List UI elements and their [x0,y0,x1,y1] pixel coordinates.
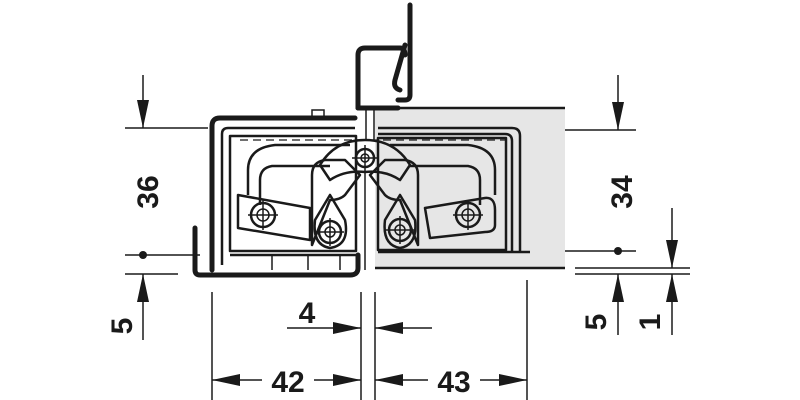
dimension-right-height: 34 [565,75,639,255]
dim-43-label: 43 [437,366,470,399]
frame-clip [355,2,413,140]
left-housing [192,109,361,278]
dim-36-label: 36 [132,175,165,208]
dim-42-label: 42 [271,366,304,399]
dimension-left-height: 36 [125,75,208,259]
dimension-right-offset: 5 1 [575,208,690,335]
hinge-mechanism [236,138,505,270]
dim-5-right-label: 5 [580,314,613,331]
dim-5-left-label: 5 [106,318,139,335]
dim-34-label: 34 [606,175,639,209]
dimension-bottom-widths: 4 42 43 [211,280,528,400]
dimension-left-offset: 5 [106,273,178,340]
right-housing [376,126,530,254]
door-panel [375,106,565,270]
dim-1-label: 1 [634,314,667,331]
dim-4-label: 4 [299,297,316,330]
